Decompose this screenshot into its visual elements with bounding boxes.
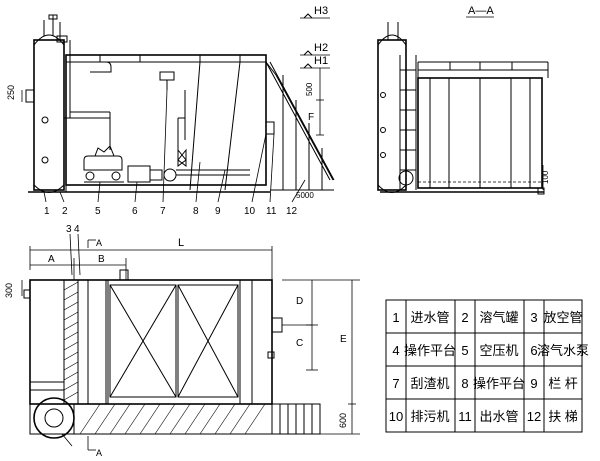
legend-name-11: 出水管 — [479, 409, 518, 424]
legend-no-5: 5 — [461, 343, 468, 358]
dim-250-label: 250 — [6, 85, 16, 100]
section-arrow-top-label: A — [96, 238, 102, 248]
dim-a-label: A — [48, 254, 55, 265]
legend-name-2: 溶气罐 — [479, 310, 518, 325]
callout-8: 8 — [193, 206, 199, 217]
legend-no-8: 8 — [461, 376, 468, 391]
legend-no-11: 11 — [458, 409, 472, 424]
legend-no-4: 4 — [392, 343, 399, 358]
dim-300-label: 300 — [4, 283, 14, 298]
legend-name-4: 操作平台 — [404, 343, 456, 358]
legend-no-10: 10 — [389, 409, 403, 424]
dim-l-label: L — [178, 237, 184, 249]
callout-6: 6 — [132, 206, 138, 217]
elev-f-label: F — [308, 112, 314, 123]
legend-name-6: 溶气水泵 — [537, 343, 589, 358]
dim-e-label: E — [340, 334, 347, 345]
section-arrow-bottom-label: A — [96, 448, 102, 458]
callout-5: 5 — [95, 206, 101, 217]
dim-c-label: C — [296, 338, 303, 349]
callout-1: 1 — [44, 206, 50, 217]
dim-100-label: 100 — [541, 170, 550, 184]
front-elevation: H3 H2 H1 F 500 250 5000 1 2 5 6 7 8 9 — [6, 5, 335, 217]
legend-no-3: 3 — [530, 310, 537, 325]
legend-no-2: 2 — [461, 310, 468, 325]
legend-name-8: 操作平台 — [473, 376, 525, 391]
legend-name-10: 排污机 — [410, 409, 449, 424]
hatch-strip — [63, 281, 79, 401]
dim-600-label: 600 — [338, 413, 348, 428]
callout-4: 4 — [74, 224, 80, 235]
callout-11: 11 — [266, 206, 277, 217]
legend-no-12: 12 — [527, 409, 541, 424]
callout-9: 9 — [215, 206, 221, 217]
elev-h1-label: H1 — [314, 55, 328, 67]
plan-view: L A B 3 4 A 300 — [4, 224, 360, 458]
callout-2: 2 — [62, 206, 68, 217]
side-section: A—A 10 — [377, 5, 550, 195]
legend-name-9: 栏 杆 — [548, 376, 578, 391]
callout-7: 7 — [160, 206, 166, 217]
dim-d-label: D — [296, 296, 303, 307]
legend-name-1: 进水管 — [410, 310, 449, 325]
legend-name-7: 刮渣机 — [410, 376, 449, 391]
legend-name-3: 放空管 — [543, 310, 582, 325]
legend-no-7: 7 — [392, 376, 399, 391]
legend-no-9: 9 — [530, 376, 537, 391]
dim-5000-label: 5000 — [296, 191, 314, 200]
elev-h3-label: H3 — [314, 5, 328, 17]
dim-500-label: 500 — [305, 82, 314, 96]
callout-3: 3 — [66, 224, 72, 235]
legend-name-5: 空压机 — [479, 343, 518, 358]
hatch-bottom — [79, 403, 266, 435]
section-label: A—A — [468, 5, 494, 17]
legend-no-1: 1 — [392, 310, 399, 325]
legend-table: 1 进水管 2 溶气罐 3 放空管 4 操作平台 5 空压机 6 溶气水泵 7 … — [385, 299, 589, 433]
callout-10: 10 — [244, 206, 256, 217]
callout-12: 12 — [286, 206, 298, 217]
legend-no-6: 6 — [530, 343, 537, 358]
legend-name-12: 扶 梯 — [548, 409, 578, 424]
dim-b-label: B — [98, 254, 105, 265]
elev-h2-label: H2 — [314, 42, 328, 54]
